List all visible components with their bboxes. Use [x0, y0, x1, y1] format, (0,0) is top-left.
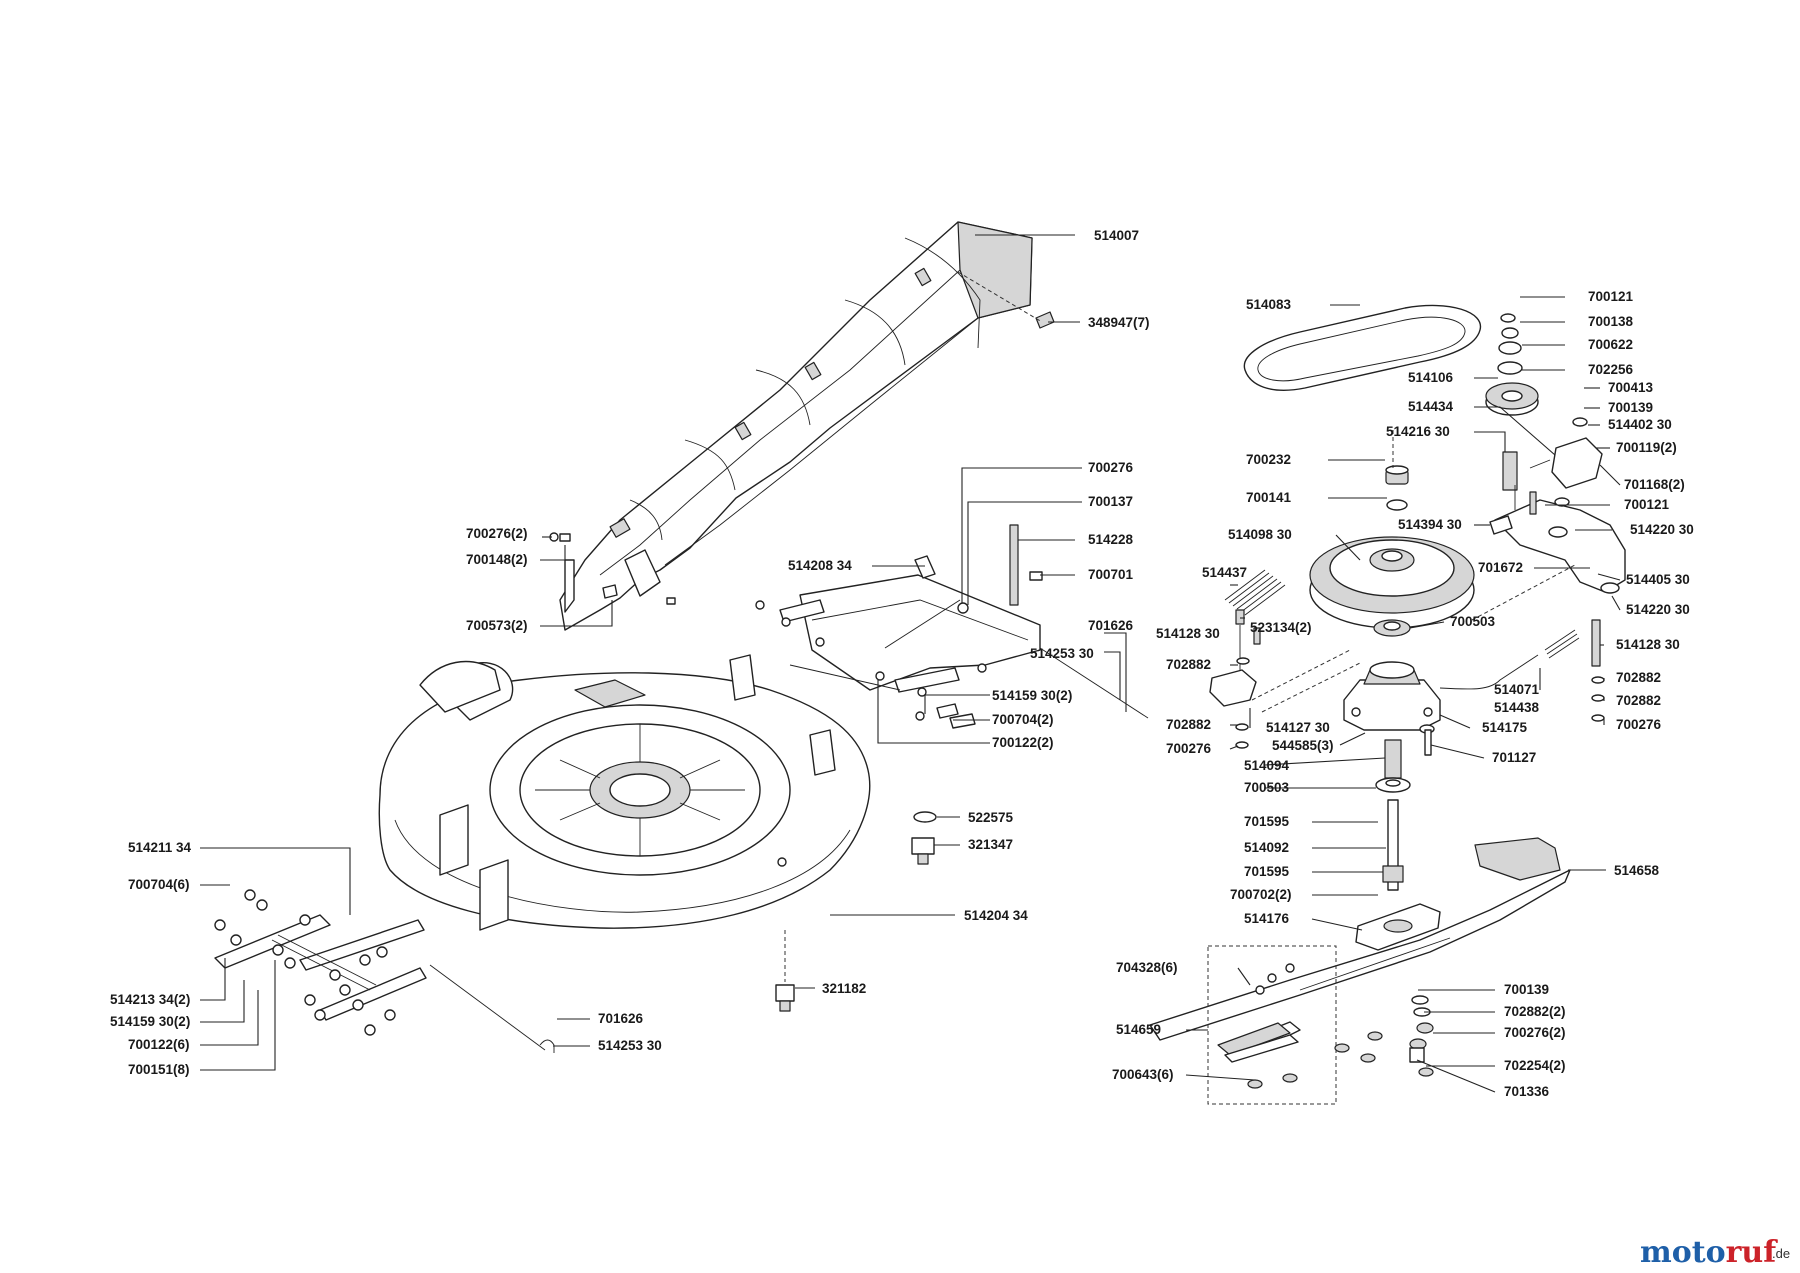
label-514402-30: 514402 30: [1608, 417, 1672, 432]
label-700119-2: 700119(2): [1616, 440, 1677, 455]
label-702254-2: 702254(2): [1504, 1058, 1566, 1073]
label-701672: 701672: [1478, 560, 1523, 575]
label-514176: 514176: [1244, 911, 1290, 926]
label-702256: 702256: [1588, 362, 1634, 377]
label-701127: 701127: [1492, 750, 1536, 765]
label-514128-30: 514128 30: [1156, 626, 1220, 641]
label-348947-7: 348947(7): [1088, 315, 1150, 330]
label-514220-30b: 514220 30: [1626, 602, 1690, 617]
label-700141: 700141: [1246, 490, 1292, 505]
label-702882b: 702882: [1616, 670, 1661, 685]
label-700622: 700622: [1588, 337, 1633, 352]
label-514092: 514092: [1244, 840, 1289, 855]
label-514659: 514659: [1116, 1022, 1161, 1037]
label-514434: 514434: [1408, 399, 1454, 414]
label-514220-30: 514220 30: [1630, 522, 1694, 537]
label-514438: 514438: [1494, 700, 1540, 715]
label-700122-2: 700122(2): [992, 735, 1054, 750]
label-700276-2: 700276(2): [466, 526, 528, 541]
label-700151-8: 700151(8): [128, 1062, 190, 1077]
label-514128-30b: 514128 30: [1616, 637, 1680, 652]
label-700643-6: 700643(6): [1112, 1067, 1174, 1082]
label-523134-2: 523134(2): [1250, 620, 1312, 635]
label-702882-2: 702882(2): [1504, 1004, 1566, 1019]
label-700137: 700137: [1088, 494, 1133, 509]
label-514208-34: 514208 34: [788, 558, 852, 573]
label-700702-2: 700702(2): [1230, 887, 1292, 902]
label-700573-2: 700573(2): [466, 618, 528, 633]
label-514228: 514228: [1088, 532, 1134, 547]
label-702882c: 702882: [1616, 693, 1661, 708]
label-514658: 514658: [1614, 863, 1660, 878]
label-514071: 514071: [1494, 682, 1540, 697]
label-514083: 514083: [1246, 297, 1292, 312]
label-701626b: 701626: [598, 1011, 644, 1026]
label-514253-30: 514253 30: [1030, 646, 1094, 661]
label-514098-30: 514098 30: [1228, 527, 1292, 542]
label-700138: 700138: [1588, 314, 1634, 329]
label-321182: 321182: [822, 981, 866, 996]
label-700704-6: 700704(6): [128, 877, 190, 892]
label-704328-6: 704328(6): [1116, 960, 1178, 975]
discharge-chute: [559, 221, 1055, 631]
label-700276b: 700276: [1616, 717, 1662, 732]
label-514159-30-2: 514159 30(2): [992, 688, 1072, 703]
label-702882d: 702882: [1166, 717, 1211, 732]
lift-bracket: [779, 555, 1041, 693]
logo-ruf: ruf: [1726, 1235, 1779, 1270]
drive-assembly: [1149, 304, 1626, 1089]
label-701626: 701626: [1088, 618, 1134, 633]
svg-text:motoruf: motoruf: [1640, 1235, 1778, 1270]
label-514106: 514106: [1408, 370, 1454, 385]
label-700232: 700232: [1246, 452, 1291, 467]
label-700276c: 700276: [1166, 741, 1212, 756]
label-514159-30-2b: 514159 30(2): [110, 1014, 190, 1029]
label-514437: 514437: [1202, 565, 1247, 580]
label-701595: 701595: [1244, 814, 1290, 829]
part-labels: 514007 348947(7) 700276(2) 700148(2) 700…: [110, 228, 1694, 1099]
label-700704-2: 700704(2): [992, 712, 1054, 727]
label-321347: 321347: [968, 837, 1013, 852]
label-514253-30b: 514253 30: [598, 1038, 662, 1053]
label-700503b: 700503: [1244, 780, 1290, 795]
label-522575: 522575: [968, 810, 1014, 825]
label-700276-2b: 700276(2): [1504, 1025, 1566, 1040]
label-700121b: 700121: [1624, 497, 1670, 512]
label-514175: 514175: [1482, 720, 1528, 735]
label-701168-2: 701168(2): [1624, 477, 1685, 492]
label-514211-34: 514211 34: [128, 840, 192, 855]
label-514204-34: 514204 34: [964, 908, 1028, 923]
label-514216-30: 514216 30: [1386, 424, 1450, 439]
label-700121: 700121: [1588, 289, 1634, 304]
logo-de: .de: [1772, 1246, 1790, 1261]
logo-moto: moto: [1640, 1235, 1726, 1270]
label-700413: 700413: [1608, 380, 1654, 395]
label-700701: 700701: [1088, 567, 1134, 582]
label-702882: 702882: [1166, 657, 1211, 672]
label-700148-2: 700148(2): [466, 552, 528, 567]
label-544585-3: 544585(3): [1272, 738, 1334, 753]
label-701595b: 701595: [1244, 864, 1290, 879]
label-700139b: 700139: [1504, 982, 1549, 997]
mower-deck: [378, 654, 871, 931]
hanger-assembly: [214, 889, 427, 1036]
label-514007: 514007: [1094, 228, 1139, 243]
label-700503: 700503: [1450, 614, 1496, 629]
label-700122-6: 700122(6): [128, 1037, 190, 1052]
label-700139: 700139: [1608, 400, 1653, 415]
label-514405-30: 514405 30: [1626, 572, 1690, 587]
label-514213-34-2: 514213 34(2): [110, 992, 190, 1007]
leader-lines: [200, 234, 1621, 1093]
label-514127-30: 514127 30: [1266, 720, 1330, 735]
label-700276: 700276: [1088, 460, 1134, 475]
label-701336: 701336: [1504, 1084, 1550, 1099]
label-514094: 514094: [1244, 758, 1290, 773]
motoruf-logo: motoruf .de: [1640, 1235, 1790, 1270]
label-514394-30: 514394 30: [1398, 517, 1462, 532]
